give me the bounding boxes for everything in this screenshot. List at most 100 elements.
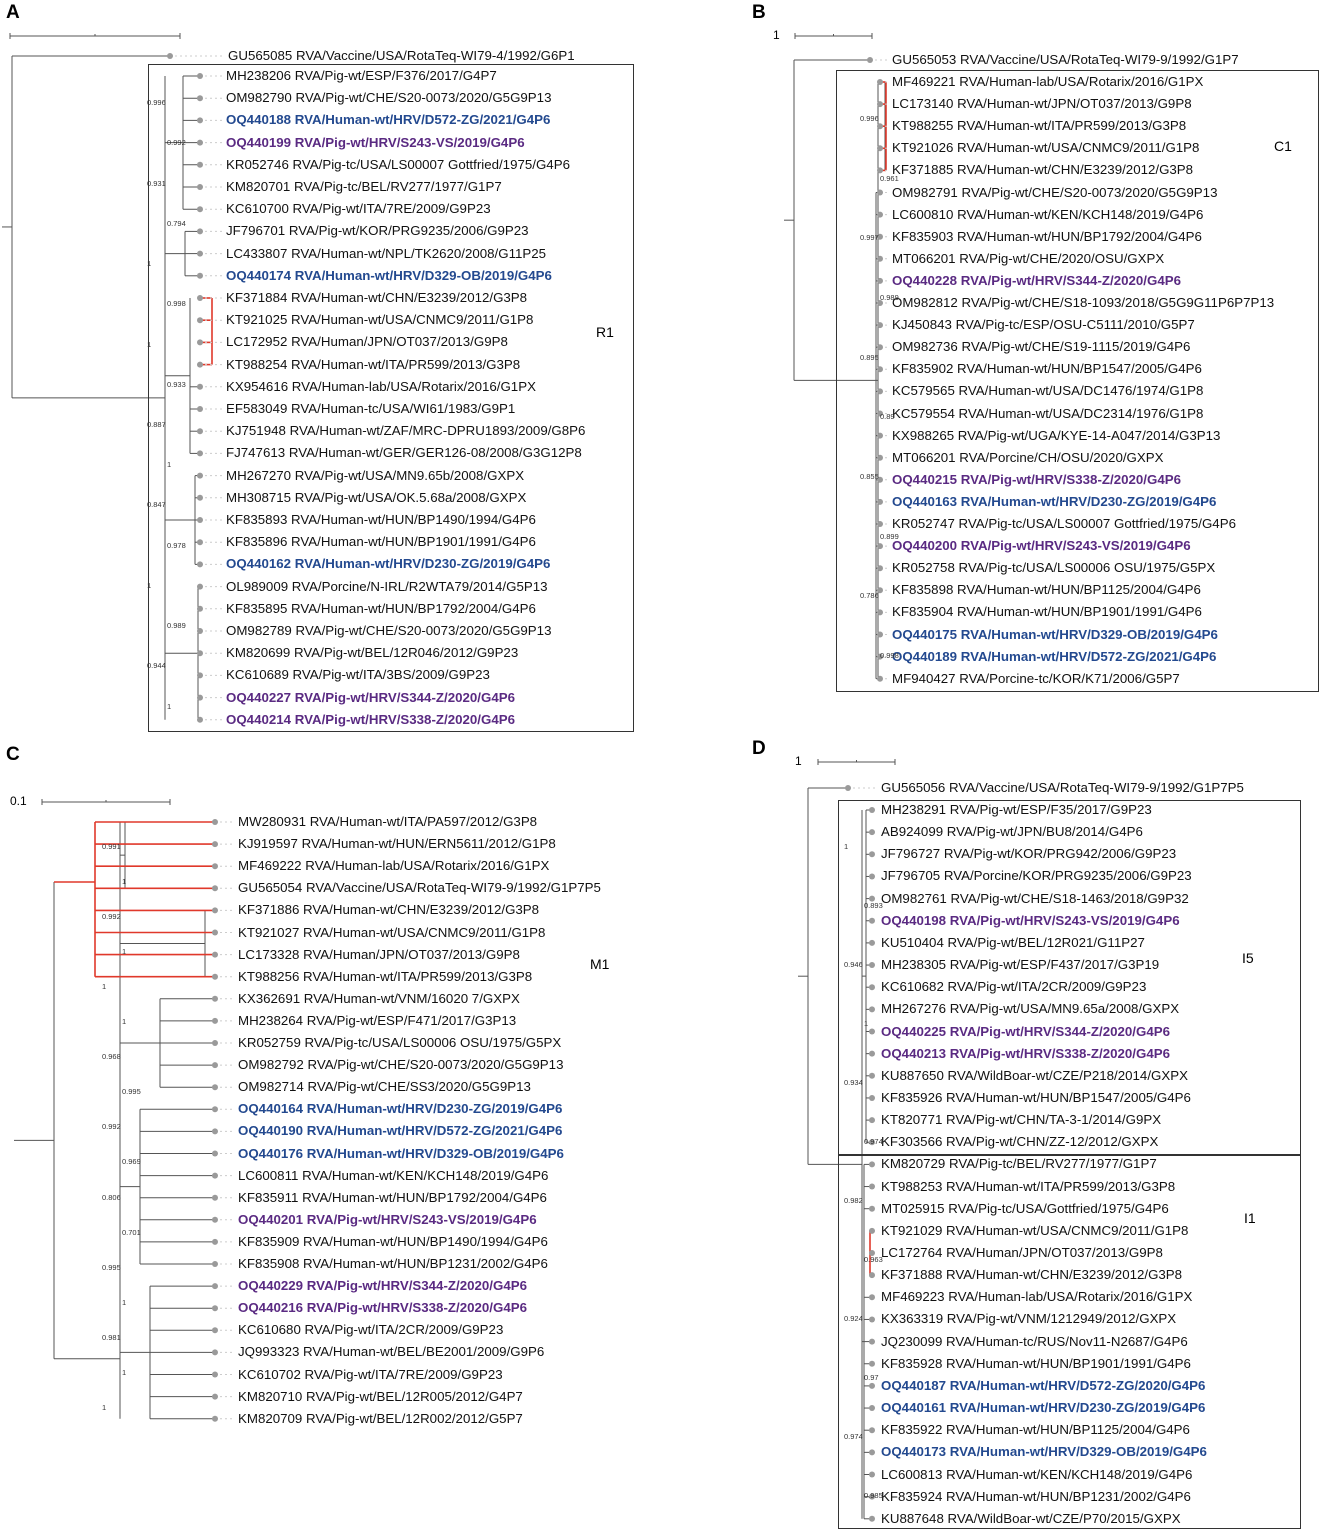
leaf-node [212,1040,218,1046]
leaf-label: OM982790 RVA/Pig-wt/CHE/S20-0073/2020/G5… [226,90,552,106]
outgroup-label: GU565053 RVA/Vaccine/USA/RotaTeq-WI79-9/… [892,52,1239,67]
support-value: 0.996 [147,98,166,108]
support-value: 1 [102,1403,107,1413]
leaf-label: LC433807 RVA/Human-wt/NPL/TK2620/2008/G1… [226,245,547,261]
leaf-node [869,1449,875,1456]
leaf-node [869,1117,875,1124]
clade-box [148,64,634,732]
leaf-node [212,1238,218,1245]
leaf-label: KM820709 RVA/Pig-wt/BEL/12R002/2012/G5P7 [238,1410,523,1426]
leaf-node [197,650,203,657]
leaf-label: OQ440225 RVA/Pig-wt/HRV/S344-Z/2020/G4P6 [881,1023,1170,1039]
leaf-label: OQ440229 RVA/Pig-wt/HRV/S344-Z/2020/G4P6 [238,1278,527,1294]
leaf-node [877,609,883,616]
leaf-label: LC173328 RVA/Human/JPN/OT037/2013/G9P8 [238,946,520,962]
scale-bar-label: 1 [795,754,802,768]
leaf-node [845,785,851,791]
leaf-node [197,161,203,168]
leaf-node [197,117,203,124]
leaf-label: KF835909 RVA/Human-wt/HUN/BP1490/1994/G4… [238,1233,548,1249]
leaf-label: KF371884 RVA/Human-wt/CHN/E3239/2012/G3P… [226,290,528,305]
leaf-node [212,1150,218,1157]
support-value: 0.991 [102,841,121,851]
leaf-label: KC610700 RVA/Pig-wt/ITA/7RE/2009/G9P23 [226,201,491,217]
support-value: 1 [122,1017,127,1027]
leaf-label: KX954616 RVA/Human-lab/USA/Rotarix/2016/… [226,378,536,394]
leaf-node [197,317,203,324]
leaf-label: KT988253 RVA/Human-wt/ITA/PR599/2013/G3P… [881,1178,1176,1194]
leaf-label: JF796701 RVA/Pig-wt/KOR/PRG9235/2006/G9P… [226,223,529,239]
leaf-label: MW280931 RVA/Human-wt/ITA/PA597/2012/G3P… [238,814,538,829]
leaf-label: FJ747613 RVA/Human-wt/GER/GER126-08/2008… [226,445,582,461]
clade-label: M1 [590,956,610,972]
leaf-label: KF371885 RVA/Human-wt/CHN/E3239/2012/G3P… [892,162,1194,178]
leaf-node [197,472,203,479]
leaf-label: OQ440199 RVA/Pig-wt/HRV/S243-VS/2019/G4P… [226,134,525,150]
leaf-node [877,145,883,152]
leaf-label: OM982812 RVA/Pig-wt/CHE/S18-1093/2018/G5… [892,295,1275,310]
leaf-label: OQ440174 RVA/Human-wt/HRV/D329-OB/2019/G… [226,267,552,283]
support-value: 1 [147,259,152,269]
support-value: 0.989 [167,621,186,631]
leaf-label: OQ440198 RVA/Pig-wt/HRV/S243-VS/2019/G4P… [881,912,1180,928]
leaf-node [869,1028,875,1035]
leaf-label: KM820729 RVA/Pig-tc/BEL/RV277/1977/G1P7 [881,1156,1157,1172]
leaf-label: KT988254 RVA/Human-wt/ITA/PR599/2013/G3P… [226,356,521,372]
leaf-label: OQ440200 RVA/Pig-wt/HRV/S243-VS/2019/G4P… [892,538,1191,554]
leaf-node [197,672,203,679]
leaf-label: KF835926 RVA/Human-wt/HUN/BP1547/2005/G4… [881,1089,1191,1105]
support-value: 0.995 [102,1262,121,1272]
leaf-node [212,1415,218,1422]
leaf-label: KF835908 RVA/Human-wt/HUN/BP1231/2002/G4… [238,1256,548,1271]
support-value: 1 [167,460,172,470]
clade-box [836,70,1319,692]
leaf-label: LC172764 RVA/Human/JPN/OT037/2013/G9P8 [881,1245,1163,1260]
leaf-label: LC600813 RVA/Human-wt/KEN/KCH148/2019/G4… [881,1466,1193,1482]
leaf-label: OQ440176 RVA/Human-wt/HRV/D329-OB/2019/G… [238,1145,564,1161]
leaf-node [197,628,203,634]
support-value: 0.887 [147,420,166,430]
leaf-node [869,939,875,946]
leaf-node [869,851,875,858]
leaf-label: MH308715 RVA/Pig-wt/USA/OK.5.68a/2008/GX… [226,489,527,505]
leaf-node [212,1062,218,1069]
leaf-label: OQ440173 RVA/Human-wt/HRV/D329-OB/2019/G… [881,1444,1207,1460]
scale-bar-label: 1 [773,28,780,42]
leaf-label: OQ440187 RVA/Human-wt/HRV/D572-ZG/2020/G… [881,1377,1206,1393]
leaf-label: OQ440161 RVA/Human-wt/HRV/D230-ZG/2019/G… [881,1400,1206,1416]
leaf-label: MF940427 RVA/Porcine-tc/KOR/K71/2006/G5P… [892,670,1180,686]
leaf-node [877,454,883,461]
leaf-node [869,962,875,969]
support-value: 1 [122,946,127,956]
leaf-label: KT988255 RVA/Human-wt/ITA/PR599/2013/G3P… [892,118,1187,134]
leaf-node [877,543,883,550]
leaf-node [877,233,883,240]
support-value: 0.946 [844,959,863,969]
support-value: 0.974 [844,1432,863,1442]
leaf-label: KU887648 RVA/WildBoar-wt/CZE/P70/2015/GX… [881,1510,1181,1526]
leaf-node [877,79,883,85]
leaf-label: MT066201 RVA/Pig-wt/CHE/2020/OSU/GXPX [892,250,1165,266]
support-value: 0.924 [844,1314,863,1324]
leaf-node [197,339,203,346]
clade-label: R1 [596,324,614,340]
leaf-node [197,605,203,612]
leaf-label: KM820701 RVA/Pig-tc/BEL/RV277/1977/G1P7 [226,179,502,194]
support-value: 1 [147,580,152,590]
leaf-node [877,344,883,351]
leaf-node [212,1128,218,1135]
leaf-node [212,1393,218,1400]
leaf-node [197,561,203,568]
leaf-node [877,277,883,284]
support-value: 0.97 [864,1373,879,1383]
leaf-node [869,1272,875,1279]
support-value: 0.89 [880,412,895,422]
leaf-label: OQ440190 RVA/Human-wt/HRV/D572-ZG/2021/G… [238,1123,563,1139]
support-value: 0.995 [122,1087,141,1097]
leaf-label: JQ230099 RVA/Human-tc/RUS/Nov11-N2687/G4… [881,1333,1188,1349]
leaf-label: MF469223 RVA/Human-lab/USA/Rotarix/2016/… [881,1289,1193,1305]
support-value: 0.933 [167,379,186,389]
